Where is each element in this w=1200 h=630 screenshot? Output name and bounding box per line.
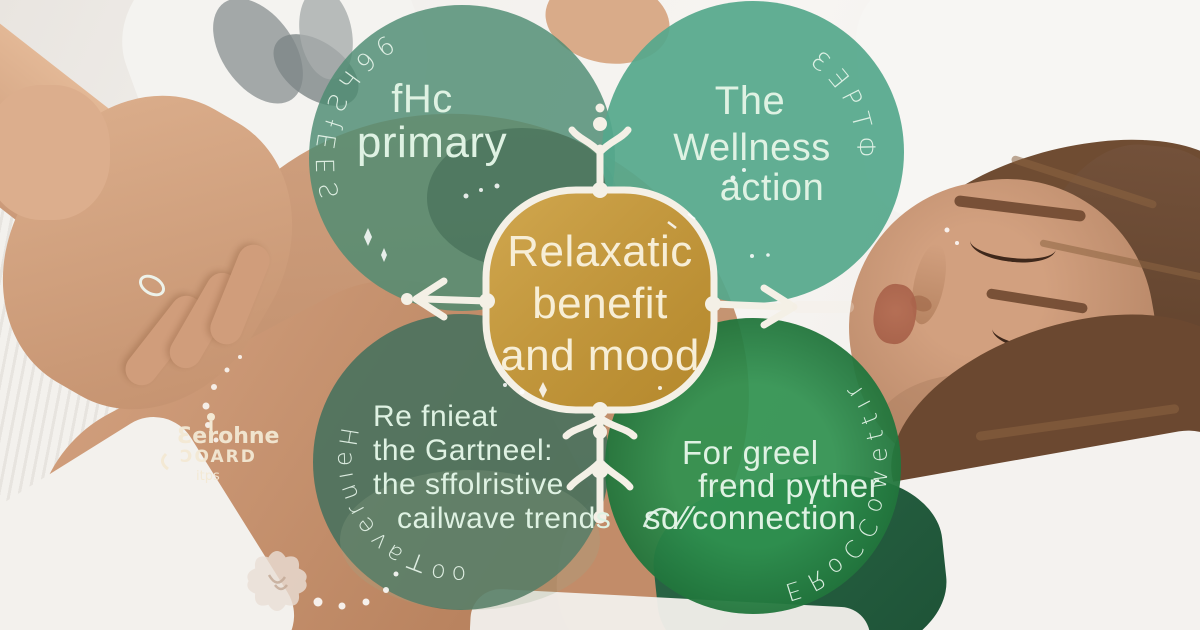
petal-top-right-line1: The — [715, 79, 785, 123]
dot — [211, 384, 217, 390]
finial-ball — [593, 425, 607, 439]
dot — [213, 437, 219, 443]
dot — [750, 254, 754, 258]
petal-top-left-line2: primary — [357, 118, 507, 167]
dot — [202, 402, 210, 410]
finial-curl — [562, 414, 604, 440]
finial-ball — [591, 461, 609, 479]
dot — [766, 253, 770, 257]
swash-stroke — [642, 507, 678, 528]
arrow-ball — [401, 293, 413, 305]
frame-knob — [705, 296, 721, 312]
logo-dot — [207, 413, 215, 421]
petal-top-right-line3: action — [720, 167, 824, 209]
dot — [955, 241, 959, 245]
star-sparkle — [539, 382, 547, 398]
dot — [393, 571, 399, 577]
finial-curl — [596, 126, 632, 156]
finial-curl — [596, 414, 638, 440]
petal-top-right-line2: Wellness — [673, 127, 830, 169]
petal-bottom-left-line3: the sffolristive — [373, 468, 564, 501]
tick-sparkle — [687, 213, 696, 220]
watermark-line3: itps — [196, 469, 220, 484]
dot-trail-bottom — [313, 571, 399, 610]
petal-top-left-line1: fHc — [391, 77, 453, 121]
dot — [238, 355, 242, 359]
badge-line3: and mood — [500, 331, 700, 380]
sparkle-dots — [364, 168, 959, 398]
arrow-tail-faded — [792, 301, 854, 313]
tick-sparkle — [667, 221, 677, 229]
petal-bottom-left-light — [340, 470, 600, 610]
dot — [224, 367, 230, 373]
arrow-head — [412, 277, 448, 321]
dot — [362, 598, 370, 606]
dot — [503, 383, 507, 387]
badge-line2: benefit — [532, 279, 668, 328]
dot — [742, 168, 746, 172]
right-arrow-ornament — [705, 284, 854, 329]
frame-knob — [592, 182, 608, 198]
dot — [944, 227, 950, 233]
top-finial-ornament — [568, 103, 632, 198]
petal-bottom-left-line2: the Gartneel: — [373, 434, 553, 467]
star-sparkle — [381, 248, 387, 262]
finial-curl — [568, 126, 604, 156]
left-arrow-ornament — [401, 277, 495, 321]
petal-bottom-right-line1: For greel — [682, 434, 819, 471]
frame-knob — [479, 293, 495, 309]
finial-ball — [593, 117, 607, 131]
lotus-petal — [247, 566, 307, 596]
petal-bottom-right-line3: sɑ∕∕connection — [644, 499, 857, 536]
dot — [313, 597, 323, 607]
dot — [730, 175, 736, 181]
dot — [658, 386, 662, 390]
logo-curl — [161, 452, 169, 471]
watermark-logo: Ɛerohne ƆOARD itps — [161, 413, 279, 484]
dot — [494, 183, 500, 189]
badge-line1: Relaxatic — [507, 227, 692, 276]
finial-ball — [593, 510, 607, 524]
dot — [463, 193, 469, 199]
bottom-finial-ornament — [562, 402, 638, 524]
arrow-shaft — [709, 300, 790, 311]
dot — [338, 602, 346, 610]
star-sparkle — [364, 228, 372, 246]
petal-bottom-left-line1: Re fnieat — [373, 400, 498, 433]
petal-bottom-right-line2: frend pγther — [698, 467, 880, 504]
dot — [519, 389, 525, 395]
arrow-head — [760, 284, 798, 329]
lotus-detail — [267, 574, 288, 591]
dot — [479, 188, 483, 192]
lotus-flower-icon — [247, 551, 307, 611]
watermark-line2: ƆOARD — [180, 447, 257, 467]
dot — [383, 587, 389, 593]
petal-bottom-left-line4: cailwave trends — [397, 502, 611, 535]
masseuse-hand-top-corner — [0, 85, 110, 220]
finial-ball — [595, 103, 605, 113]
watermark-line1: Ɛerohne — [177, 424, 279, 449]
arrow-shaft — [420, 295, 491, 305]
frame-knob — [592, 402, 608, 418]
